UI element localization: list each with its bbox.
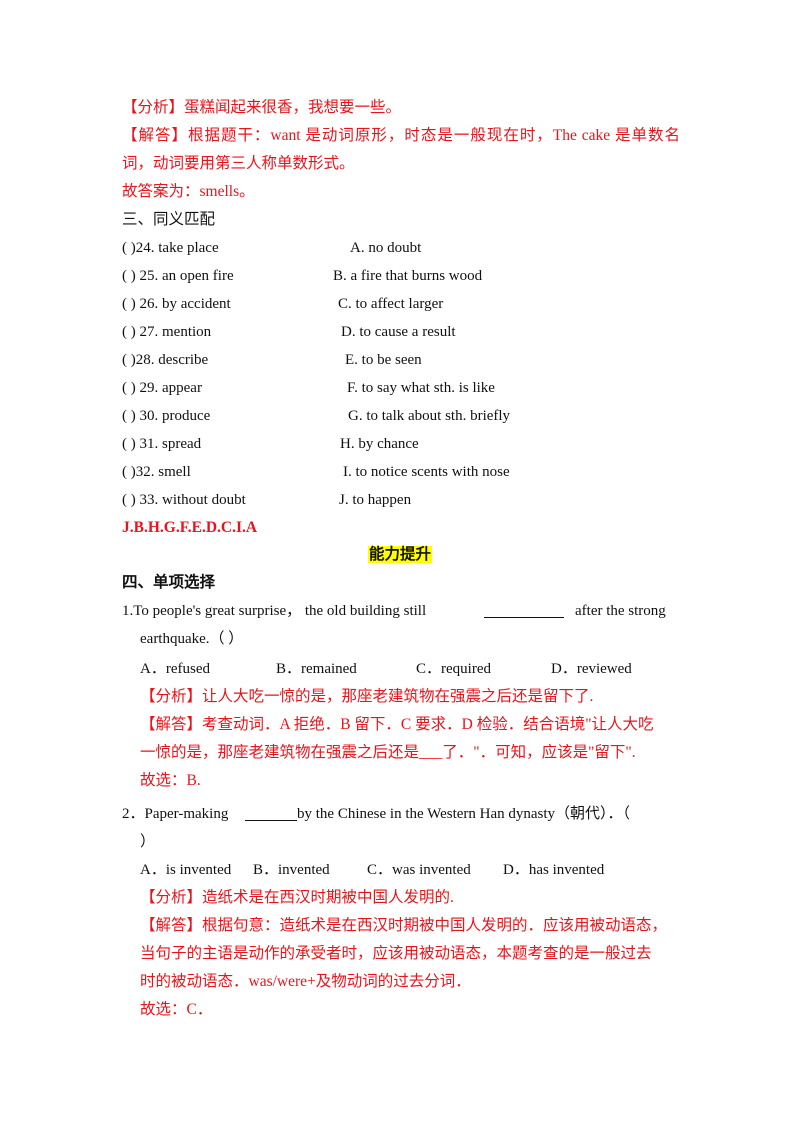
q1-jieda-line1: 【解答】考查动词．A 拒绝．B 留下．C 要求．D 检验．结合语境"让人大吃 (140, 716, 654, 733)
matching-answers: J.B.H.G.F.E.D.C.I.A (122, 519, 258, 536)
match-left-31: ( ) 31. spread (122, 436, 202, 452)
q2-line1-a: 2．Paper-making (122, 806, 229, 822)
q1-line2: earthquake.（ ） (140, 631, 244, 647)
q1-jieda-line2: 一惊的是，那座老建筑物在强震之后还是___了．"．可知，应该是"留下". (140, 744, 636, 761)
q1-option-c: C．required (416, 661, 491, 677)
match-right-i: I. to notice scents with nose (343, 464, 510, 480)
match-right-c: C. to affect larger (338, 296, 444, 312)
analysis-answer: 故答案为：smells。 (122, 183, 255, 200)
match-right-j: J. to happen (339, 492, 412, 508)
section3-heading: 三、同义匹配 (122, 211, 216, 228)
match-right-a: A. no doubt (350, 240, 422, 256)
match-left-24: ( )24. take place (122, 240, 219, 256)
match-left-29: ( ) 29. appear (122, 380, 202, 396)
q1-option-b: B．remained (276, 661, 357, 677)
banner-title: 能力提升 (367, 546, 432, 563)
match-right-b: B. a fire that burns wood (333, 268, 483, 284)
match-right-h: H. by chance (340, 436, 419, 452)
q1-option-d: D．reviewed (551, 661, 632, 677)
q1-option-a: A．refused (140, 661, 210, 677)
match-right-e: E. to be seen (345, 352, 422, 368)
q2-option-c: C．was invented (367, 862, 471, 878)
q2-blank (245, 806, 297, 821)
q2-line2: ） (140, 834, 156, 850)
q2-line1-b: by the Chinese in the Western Han dynast… (297, 806, 631, 822)
section4-heading: 四、单项选择 (122, 574, 216, 591)
analysis-jieda-line1: 【解答】根据题干：want 是动词原形，时态是一般现在时，The cake 是单… (122, 127, 680, 144)
match-left-26: ( ) 26. by accident (122, 296, 231, 312)
q2-fenxi: 【分析】造纸术是在西汉时期被中国人发明的. (140, 889, 454, 906)
analysis-fenxi: 【分析】蛋糕闻起来很香，我想要一些。 (122, 99, 402, 116)
match-right-g: G. to talk about sth. briefly (348, 408, 511, 424)
q2-option-d: D．has invented (503, 862, 605, 878)
q2-option-a: A．is invented (140, 862, 232, 878)
q1-line1-b: after the strong (575, 603, 666, 619)
match-right-f: F. to say what sth. is like (347, 380, 495, 396)
match-left-27: ( ) 27. mention (122, 324, 212, 340)
q2-answer: 故选：C． (140, 1001, 213, 1018)
analysis-jieda-line2: 词，动词要用第三人称单数形式。 (122, 155, 355, 172)
q1-fenxi: 【分析】让人大吃一惊的是，那座老建筑物在强震之后还是留下了. (140, 688, 594, 705)
match-left-30: ( ) 30. produce (122, 408, 211, 424)
match-left-25: ( ) 25. an open fire (122, 268, 234, 284)
match-left-32: ( )32. smell (122, 464, 191, 480)
q2-jieda-line1: 【解答】根据句意：造纸术是在西汉时期被中国人发明的．应该用被动语态， (140, 917, 668, 934)
q1-line1-a: 1.To people's great surprise， the old bu… (122, 603, 427, 619)
match-left-28: ( )28. describe (122, 352, 209, 368)
q2-option-b: B．invented (253, 862, 330, 878)
q2-jieda-line3: 时的被动语态．was/were+及物动词的过去分词． (140, 973, 471, 990)
q2-jieda-line2: 当句子的主语是动作的承受者时，应该用被动语态，本题考查的是一般过去 (140, 945, 652, 962)
q1-blank (484, 603, 564, 618)
banner-row: 能力提升 (0, 545, 800, 565)
match-right-d: D. to cause a result (341, 324, 456, 340)
q1-answer: 故选：B. (140, 772, 201, 789)
match-left-33: ( ) 33. without doubt (122, 492, 246, 508)
